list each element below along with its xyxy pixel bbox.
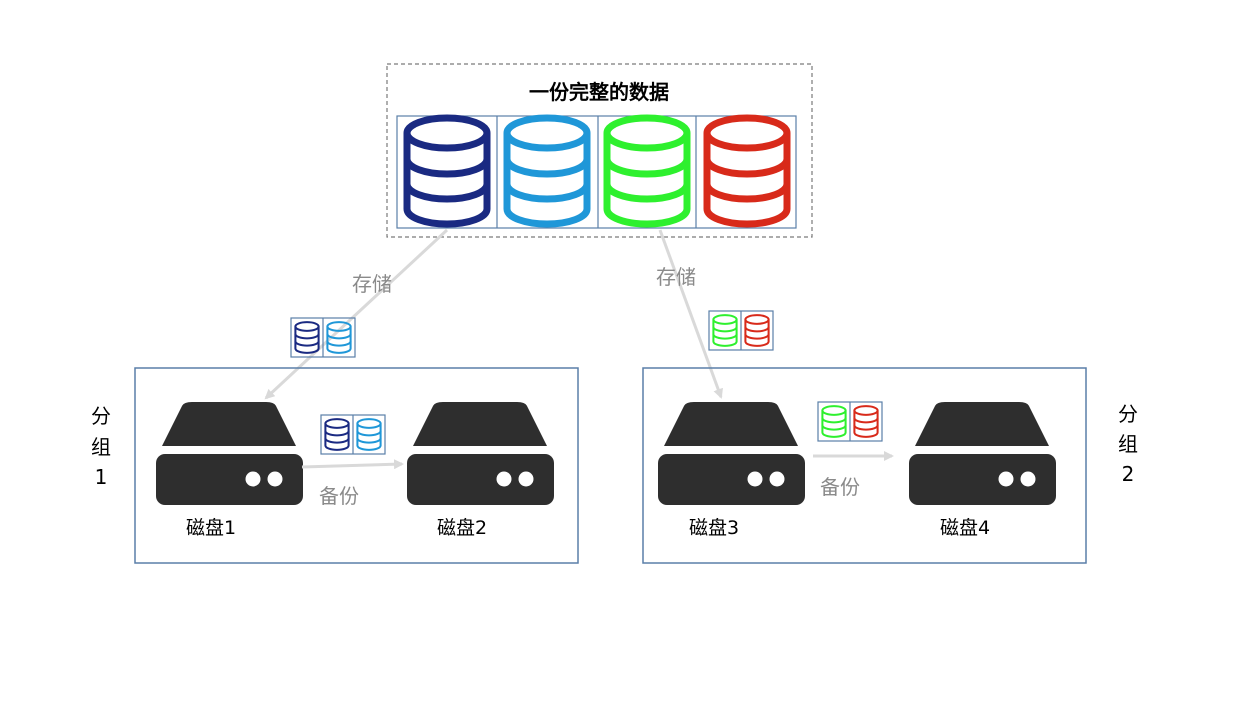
complete-data-title: 一份完整的数据 (529, 80, 669, 104)
backup-label-left: 备份 (319, 484, 359, 508)
group-1-label-line2: 组 (91, 435, 111, 459)
disk3-label: 磁盘3 (689, 517, 739, 539)
database-strip (396, 116, 797, 229)
small-db-pair-blue-backup (320, 414, 386, 455)
group-2-box (642, 367, 1087, 564)
disk1-label: 磁盘1 (186, 517, 236, 539)
database-icon-dark-blue (407, 118, 487, 224)
store-label-right: 存储 (656, 265, 696, 289)
store-arrow-left (264, 228, 449, 400)
group-2: 分 组 2 备份 磁盘3 磁盘4 (642, 367, 1138, 564)
database-icon-green (607, 118, 687, 224)
backup-label-right: 备份 (820, 475, 860, 499)
small-db-pair-green-red-backup (817, 401, 883, 442)
database-icon-dark-blue (324, 418, 350, 451)
group-2-label-line2: 组 (1118, 432, 1138, 456)
disk4-label: 磁盘4 (940, 517, 990, 539)
database-icon-green (712, 314, 738, 347)
store-label-left: 存储 (352, 272, 392, 296)
database-icon-red (853, 405, 879, 438)
database-icon-red (744, 314, 770, 347)
small-db-pair-blue (290, 317, 356, 358)
group-1-label-line1: 分 (91, 404, 111, 428)
store-arrow-right (658, 229, 723, 399)
disk2-label: 磁盘2 (437, 517, 487, 539)
group-1: 分 组 1 备份 磁盘1 磁盘2 (91, 367, 579, 564)
server-icon-disk1 (156, 402, 303, 505)
database-icon-dark-blue (294, 321, 320, 354)
database-icon-light-blue (356, 418, 382, 451)
complete-data-box (386, 63, 813, 238)
database-icon-light-blue (507, 118, 587, 224)
group-1-label-line3: 1 (95, 465, 108, 489)
backup-arrow-left (301, 459, 404, 470)
server-icon-disk3 (658, 402, 805, 505)
server-icon-disk2 (407, 402, 554, 505)
group-2-label-line1: 分 (1118, 402, 1138, 426)
database-icon-green (821, 405, 847, 438)
group-2-label-line3: 2 (1122, 462, 1135, 486)
server-icon-disk4 (909, 402, 1056, 505)
database-icon-light-blue (326, 321, 352, 354)
small-db-pair-green-red (708, 310, 774, 351)
database-icon-red (707, 118, 787, 224)
group-1-box (134, 367, 579, 564)
